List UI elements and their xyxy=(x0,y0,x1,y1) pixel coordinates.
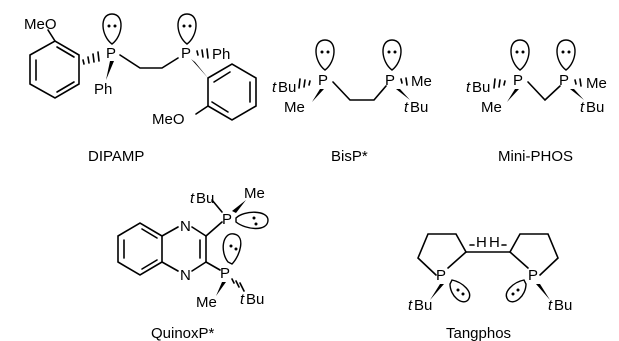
tangphos-lone-pair-1 xyxy=(449,279,471,303)
quinoxp-tbu-2-prefix: t xyxy=(240,291,245,308)
dipamp-lone-pair-2 xyxy=(177,13,197,45)
bisp-wedge-1 xyxy=(312,89,324,102)
dipamp-hash-bond-2 xyxy=(196,48,209,59)
tangphos-structure: P P H H t Bu t Bu xyxy=(408,233,572,314)
tangphos-tbu-1: Bu xyxy=(414,297,432,314)
quinoxp-lone-pair-2 xyxy=(222,233,242,265)
miniphos-wedge-1 xyxy=(507,89,519,102)
tangphos-wedge-2 xyxy=(536,284,550,300)
quinoxp-tbu-2: Bu xyxy=(246,291,264,308)
bisp-tbu-1: Bu xyxy=(278,79,296,96)
bisp-tbu-2-prefix: t xyxy=(404,99,409,116)
dipamp-wedge-1 xyxy=(106,61,114,80)
bisp-phosphorus-2: P xyxy=(385,72,395,89)
tangphos-tbu-2-prefix: t xyxy=(548,297,553,314)
bisp-hash-1 xyxy=(298,78,311,89)
miniphos-tbu-2-prefix: t xyxy=(580,99,585,116)
miniphos-structure: P t Bu Me P Me t Bu xyxy=(466,39,607,116)
bisp-tbu-2: Bu xyxy=(410,99,428,116)
bisp-ethylene-bridge xyxy=(332,81,387,101)
miniphos-hash-2 xyxy=(574,78,582,87)
tangphos-hydrogen-2: H xyxy=(489,234,500,251)
bisp-wedge-2 xyxy=(396,89,410,100)
dipamp-left-ring xyxy=(29,40,80,99)
quinoxp-methyl-2: Me xyxy=(196,294,217,311)
quinoxp-wedge-1 xyxy=(232,200,246,213)
miniphos-tbu-2: Bu xyxy=(586,99,604,116)
miniphos-tbu-1: Bu xyxy=(472,79,490,96)
dipamp-right-ring xyxy=(207,63,257,121)
miniphos-methylene-bridge xyxy=(527,81,561,102)
quinoxp-wedge-2 xyxy=(216,282,226,296)
bisp-hash-2 xyxy=(400,77,408,86)
quinoxp-methyl-1: Me xyxy=(244,185,265,202)
quinoxp-lone-pair-1 xyxy=(235,211,269,230)
miniphos-hash-1 xyxy=(493,78,506,89)
miniphos-lone-pair-2 xyxy=(556,39,576,71)
dipamp-methoxy-2: MeO xyxy=(152,111,185,128)
quinoxp-structure: N N P t Bu Me P Me t Bu xyxy=(117,185,269,311)
quinoxp-phosphorus-1: P xyxy=(222,211,232,228)
bisp-label: BisP* xyxy=(331,148,368,165)
quinoxp-nitrogen-1: N xyxy=(180,218,191,235)
bisp-methyl-2: Me xyxy=(411,73,432,90)
tangphos-right-ring xyxy=(509,233,559,276)
dipamp-phenyl-2: Ph xyxy=(212,46,230,63)
miniphos-label: Mini-PHOS xyxy=(498,148,573,165)
tangphos-label: Tangphos xyxy=(446,325,511,341)
dipamp-structure: MeO P Ph P Ph xyxy=(24,13,257,128)
quinoxp-hash-2 xyxy=(231,278,245,292)
bisp-methyl-1: Me xyxy=(284,99,305,116)
quinoxp-tbu-1: Bu xyxy=(196,190,214,207)
bisp-lone-pair-2 xyxy=(382,39,402,71)
tangphos-hydrogen-1: H xyxy=(476,234,487,251)
bisp-phosphorus-1: P xyxy=(318,72,328,89)
dipamp-phenyl-1: Ph xyxy=(94,81,112,98)
miniphos-lone-pair-1 xyxy=(510,39,530,71)
tangphos-wedge-1 xyxy=(430,284,444,300)
miniphos-tbu-1-prefix: t xyxy=(466,79,471,96)
quinoxp-label: QuinoxP* xyxy=(151,325,215,341)
tangphos-lone-pair-2 xyxy=(505,279,527,303)
tangphos-tbu-1-prefix: t xyxy=(408,297,413,314)
dipamp-ethylene-bridge xyxy=(119,54,179,69)
tangphos-tbu-2: Bu xyxy=(554,297,572,314)
dipamp-label: DIPAMP xyxy=(88,148,144,165)
dipamp-lone-pair-1 xyxy=(102,13,122,45)
quinoxp-nitrogen-2: N xyxy=(180,267,191,284)
tangphos-phosphorus-2: P xyxy=(528,267,538,284)
dipamp-wedge-2 xyxy=(191,59,208,78)
quinoxp-tbu-1-prefix: t xyxy=(190,190,195,207)
miniphos-wedge-2 xyxy=(570,89,584,100)
miniphos-phosphorus-1: P xyxy=(513,72,523,89)
miniphos-methyl-1: Me xyxy=(481,99,502,116)
dipamp-hash-bond xyxy=(82,51,100,65)
dipamp-phosphorus-1: P xyxy=(106,45,116,62)
bisp-structure: P t Bu Me P Me t Bu xyxy=(272,39,432,116)
tangphos-phosphorus-1: P xyxy=(436,267,446,284)
miniphos-phosphorus-2: P xyxy=(559,72,569,89)
dipamp-phosphorus-2: P xyxy=(181,45,191,62)
bisp-tbu-1-prefix: t xyxy=(272,79,277,96)
miniphos-methyl-2: Me xyxy=(586,75,607,92)
tangphos-left-ring xyxy=(417,233,467,276)
dipamp-methoxy-label: MeO xyxy=(24,16,57,33)
quinoxp-phosphorus-2: P xyxy=(220,265,230,282)
bisp-lone-pair-1 xyxy=(315,39,335,71)
